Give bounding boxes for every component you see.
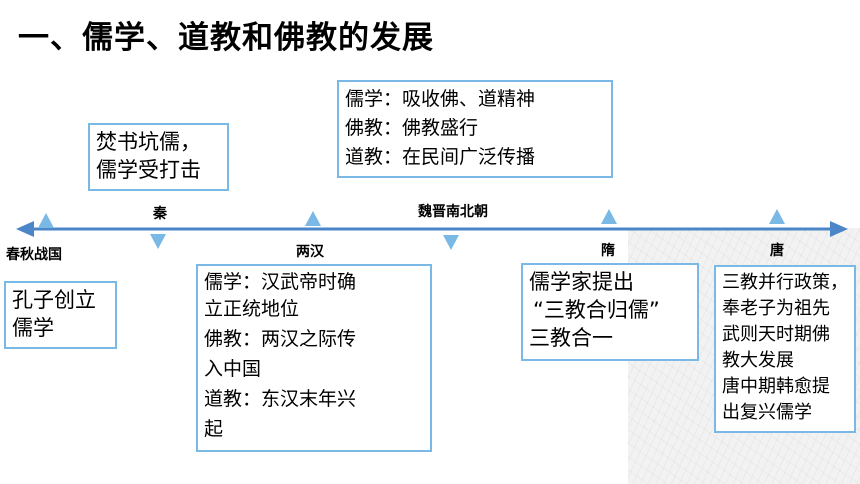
- event-box-lianghan: 儒学：汉武帝时确 立正统地位 佛教：两汉之际传 入中国 道教：东汉末年兴 起: [196, 264, 432, 452]
- event-text: 武则天时期佛: [722, 324, 830, 345]
- event-text: 教大发展: [722, 350, 794, 371]
- event-box-qin: 焚书坑儒， 儒学受打击: [88, 123, 229, 191]
- event-text: 立正统地位: [204, 298, 300, 320]
- event-text: “三教合归儒”: [533, 298, 660, 322]
- event-text: 佛教：两汉之际传: [204, 328, 357, 350]
- event-box-tang: 三教并行政策， 奉老子为祖先 武则天时期佛 教大发展 唐中期韩愈提 出复兴儒学: [714, 265, 856, 433]
- marker-chunqiu: [38, 213, 54, 228]
- event-text: 道教：东汉末年兴: [204, 388, 357, 410]
- period-label-sui: 隋: [601, 243, 615, 259]
- event-text: 儒学受打击: [96, 158, 201, 182]
- event-box-sui: 儒学家提出 “三教合归儒” 三教合一: [521, 263, 699, 361]
- marker-qin: [150, 234, 166, 249]
- event-text: 焚书坑儒，: [96, 130, 201, 154]
- period-label-chunqiu: 春秋战国: [6, 247, 62, 263]
- event-text: 三教合一: [529, 326, 613, 350]
- marker-lianghan: [305, 211, 321, 226]
- event-text: 奉老子为祖先: [722, 298, 830, 319]
- event-text: 儒学家提出: [529, 270, 634, 294]
- timeline-markers: [38, 209, 785, 250]
- period-label-lianghan: 两汉: [296, 244, 324, 260]
- event-box-chunqiu: 孔子创立 儒学: [4, 281, 117, 349]
- event-text: 入中国: [204, 358, 262, 380]
- event-text: 三教并行政策，: [722, 272, 848, 293]
- event-text: 道教：在民间广泛传播: [345, 146, 536, 168]
- marker-tang: [769, 209, 785, 224]
- event-text: 唐中期韩愈提: [722, 376, 830, 397]
- event-text: 孔子创立: [12, 288, 96, 312]
- event-text: 儒学: [12, 316, 54, 340]
- period-label-qin: 秦: [153, 206, 167, 222]
- event-text: 儒学：吸收佛、道精神: [345, 88, 536, 110]
- period-label-weijin: 魏晋南北朝: [418, 204, 488, 220]
- period-label-tang: 唐: [770, 243, 784, 259]
- event-text: 儒学：汉武帝时确: [204, 271, 357, 293]
- marker-sui: [601, 209, 617, 224]
- event-text: 出复兴儒学: [722, 402, 812, 423]
- page-title: 一、儒学、道教和佛教的发展: [18, 20, 434, 56]
- event-text: 佛教：佛教盛行: [345, 117, 479, 139]
- marker-weijin: [443, 235, 459, 250]
- event-text: 起: [204, 418, 224, 440]
- timeline-axis: [16, 221, 848, 237]
- event-box-weijin: 儒学：吸收佛、道精神 佛教：佛教盛行 道教：在民间广泛传播: [337, 80, 613, 178]
